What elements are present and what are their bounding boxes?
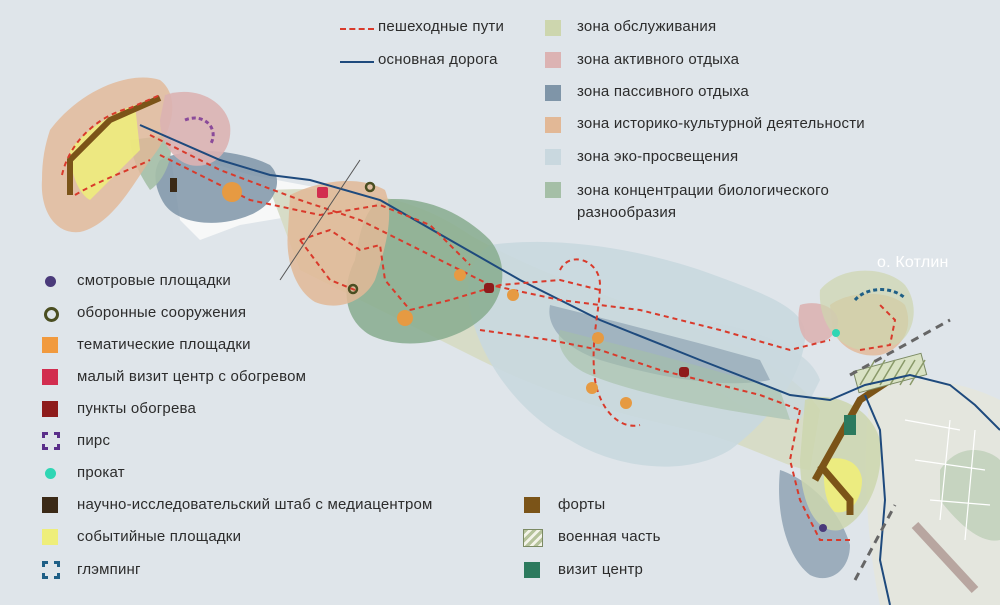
legend-small-visit-label: малый визит центр с обогревом — [77, 368, 307, 385]
section-line — [279, 159, 361, 281]
legend-pier-swatch — [42, 432, 60, 450]
legend-pedestrian-label: пешеходные пути — [378, 18, 505, 35]
legend-eco-label: зона эко-просвещения — [577, 148, 739, 165]
thematic-areas — [222, 182, 632, 409]
legend-defense-swatch — [44, 307, 59, 322]
thematic-area — [620, 397, 632, 409]
legend-event-label: событийные площадки — [77, 528, 242, 545]
heating-point — [484, 283, 494, 293]
legend-visit-center-label: визит центр — [558, 561, 644, 578]
zone-service-east — [819, 270, 914, 350]
event-area-west — [70, 105, 140, 200]
legend-historical-label: зона историко-культурной деятельности — [577, 115, 865, 132]
legend-heating-swatch — [42, 401, 58, 417]
research-hq — [170, 178, 177, 192]
thematic-area — [592, 332, 604, 344]
legend-biodiversity-swatch — [545, 182, 561, 198]
fort-west — [67, 95, 162, 195]
main-road — [139, 124, 1000, 431]
island-label: о. Котлин — [877, 254, 949, 271]
legend-military-label: военная часть — [558, 528, 661, 545]
zone-historical-mid — [287, 180, 390, 306]
legend-active-label: зона активного отдыха — [577, 51, 740, 68]
visit-center — [844, 415, 856, 435]
zone-active-west — [160, 91, 231, 166]
defense-structure — [364, 181, 376, 193]
legend-road-swatch — [340, 61, 374, 63]
legend-visit-center-swatch — [524, 562, 540, 578]
kotlin-canal — [911, 521, 979, 594]
legend-rental-swatch — [45, 468, 56, 479]
legend-research-label: научно-исследовательский штаб с медиацен… — [77, 496, 433, 513]
main-road-south — [864, 394, 891, 605]
kotlin-land-green — [940, 450, 1000, 541]
thematic-area — [586, 382, 598, 394]
legend-rental-label: прокат — [77, 464, 125, 481]
rental-point — [832, 329, 840, 337]
legend-fort-swatch — [524, 497, 540, 513]
viewing-platform — [819, 524, 827, 532]
boundary-line — [853, 504, 897, 581]
legend-small-visit-swatch — [42, 369, 58, 385]
glamping-arc — [853, 288, 906, 302]
legend-passive-swatch — [545, 85, 561, 101]
legend-eco-swatch — [545, 149, 561, 165]
legend-glamping-label: глэмпинг — [77, 561, 141, 578]
legend-event-swatch — [42, 529, 58, 545]
legend-viewing-label: смотровые площадки — [77, 272, 232, 289]
legend-pedestrian-swatch — [340, 28, 374, 30]
legend-pier-label: пирс — [77, 432, 111, 449]
pier-arc — [184, 116, 215, 146]
legend-thematic-swatch — [42, 337, 58, 353]
defense-structure — [347, 283, 359, 295]
legend-active-swatch — [545, 52, 561, 68]
legend-passive-label: зона пассивного отдыха — [577, 83, 749, 100]
zone-biodiversity-dam — [558, 330, 790, 420]
legend-glamping-swatch — [42, 561, 60, 579]
legend-heating-label: пункты обогрева — [77, 400, 197, 417]
legend-biodiversity-label: зона концентрации биологического разнооб… — [577, 182, 830, 221]
legend-historical-swatch — [545, 117, 561, 133]
boundary-line — [849, 318, 951, 377]
legend-viewing-swatch — [45, 276, 56, 287]
thematic-area — [222, 182, 242, 202]
legend-road-label: основная дорога — [378, 51, 498, 68]
kotlin-island-land — [865, 380, 1000, 605]
small-visitor-center-heated — [317, 187, 328, 198]
thematic-area — [454, 269, 466, 281]
thematic-area — [507, 289, 519, 301]
kotlin-streets — [904, 419, 991, 541]
legend-thematic-label: тематические площадки — [77, 336, 251, 353]
legend-military-swatch — [523, 529, 543, 547]
heating-point — [679, 367, 689, 377]
legend-research-swatch — [42, 497, 58, 513]
legend-fort-label: форты — [558, 496, 606, 513]
legend-service-label: зона обслуживания — [577, 18, 717, 35]
legend-defense-label: оборонные сооружения — [77, 304, 247, 321]
zone-passive-south — [779, 470, 850, 579]
legend-service-swatch — [545, 20, 561, 36]
thematic-area — [397, 310, 413, 326]
